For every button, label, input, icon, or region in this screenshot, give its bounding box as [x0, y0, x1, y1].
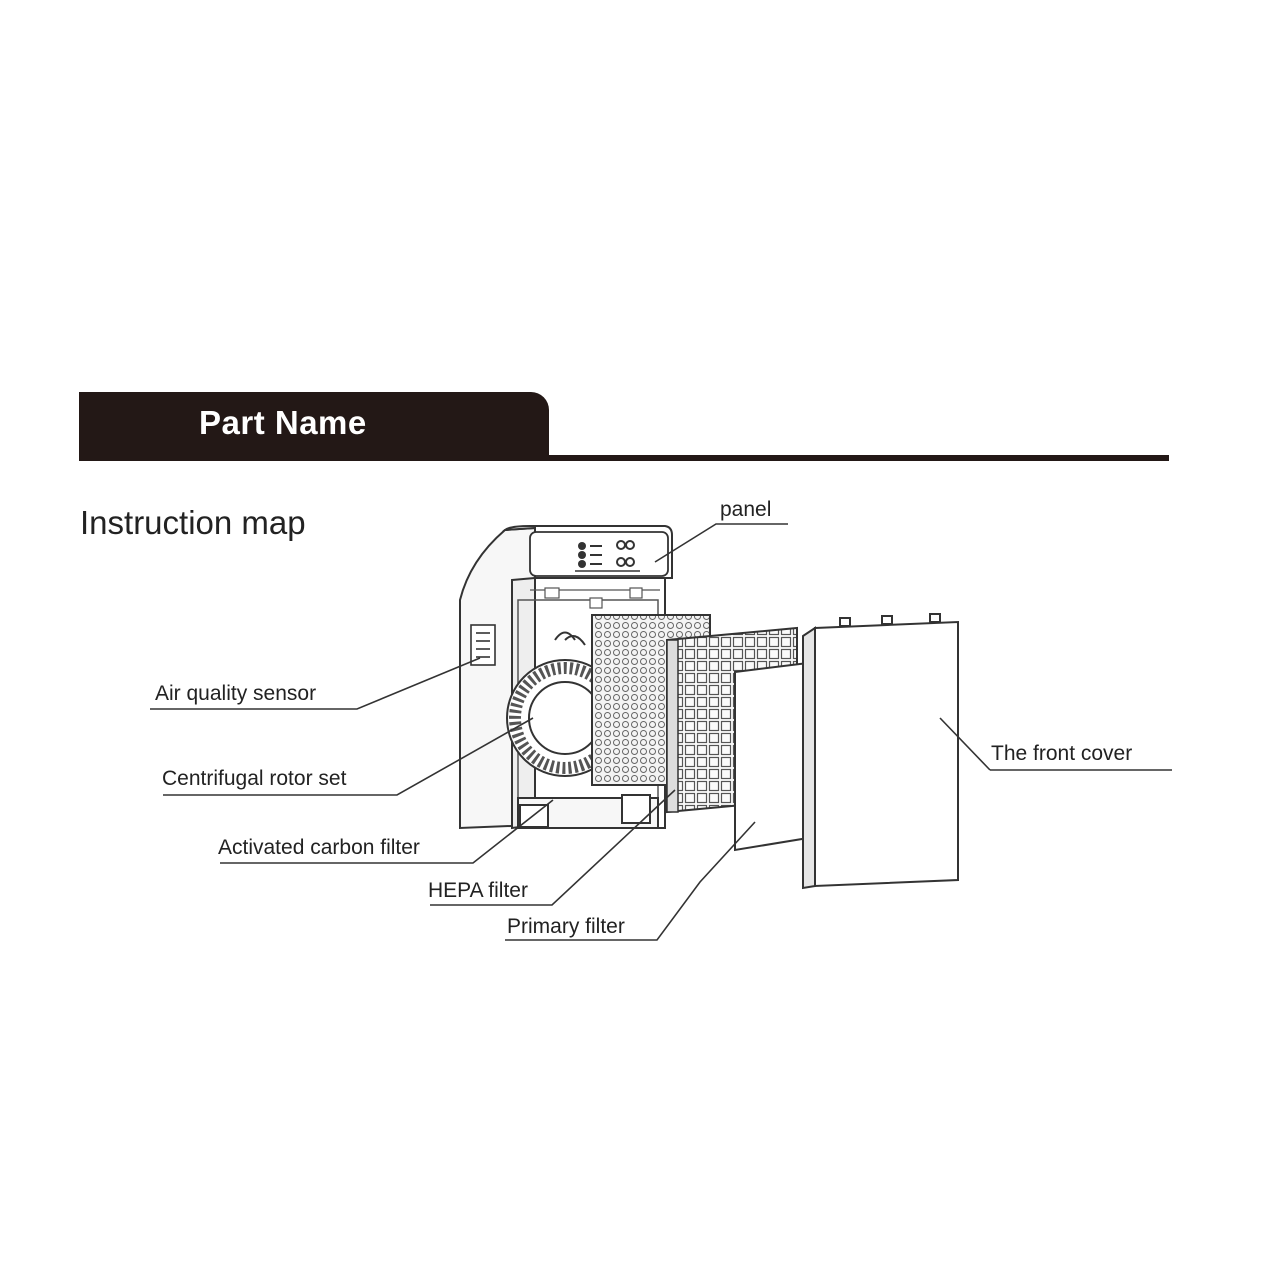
front-cover: [802, 613, 959, 890]
section-divider: [79, 455, 1169, 461]
label-activated-carbon-filter: Activated carbon filter: [218, 836, 420, 859]
label-panel: panel: [720, 498, 771, 521]
air-quality-sensor-module: [470, 624, 496, 666]
control-panel: [529, 531, 669, 577]
primary-filter: [734, 661, 809, 852]
section-title: Part Name: [199, 404, 367, 441]
label-centrifugal-rotor-set: Centrifugal rotor set: [162, 767, 347, 790]
diagram-subtitle: Instruction map: [80, 504, 306, 541]
section-header-tab: Part Name: [79, 392, 549, 461]
label-hepa-filter: HEPA filter: [428, 879, 528, 902]
label-primary-filter: Primary filter: [507, 915, 625, 938]
label-air-quality-sensor: Air quality sensor: [155, 682, 316, 705]
leader-lines: [150, 523, 1172, 941]
label-front-cover: The front cover: [991, 742, 1132, 765]
